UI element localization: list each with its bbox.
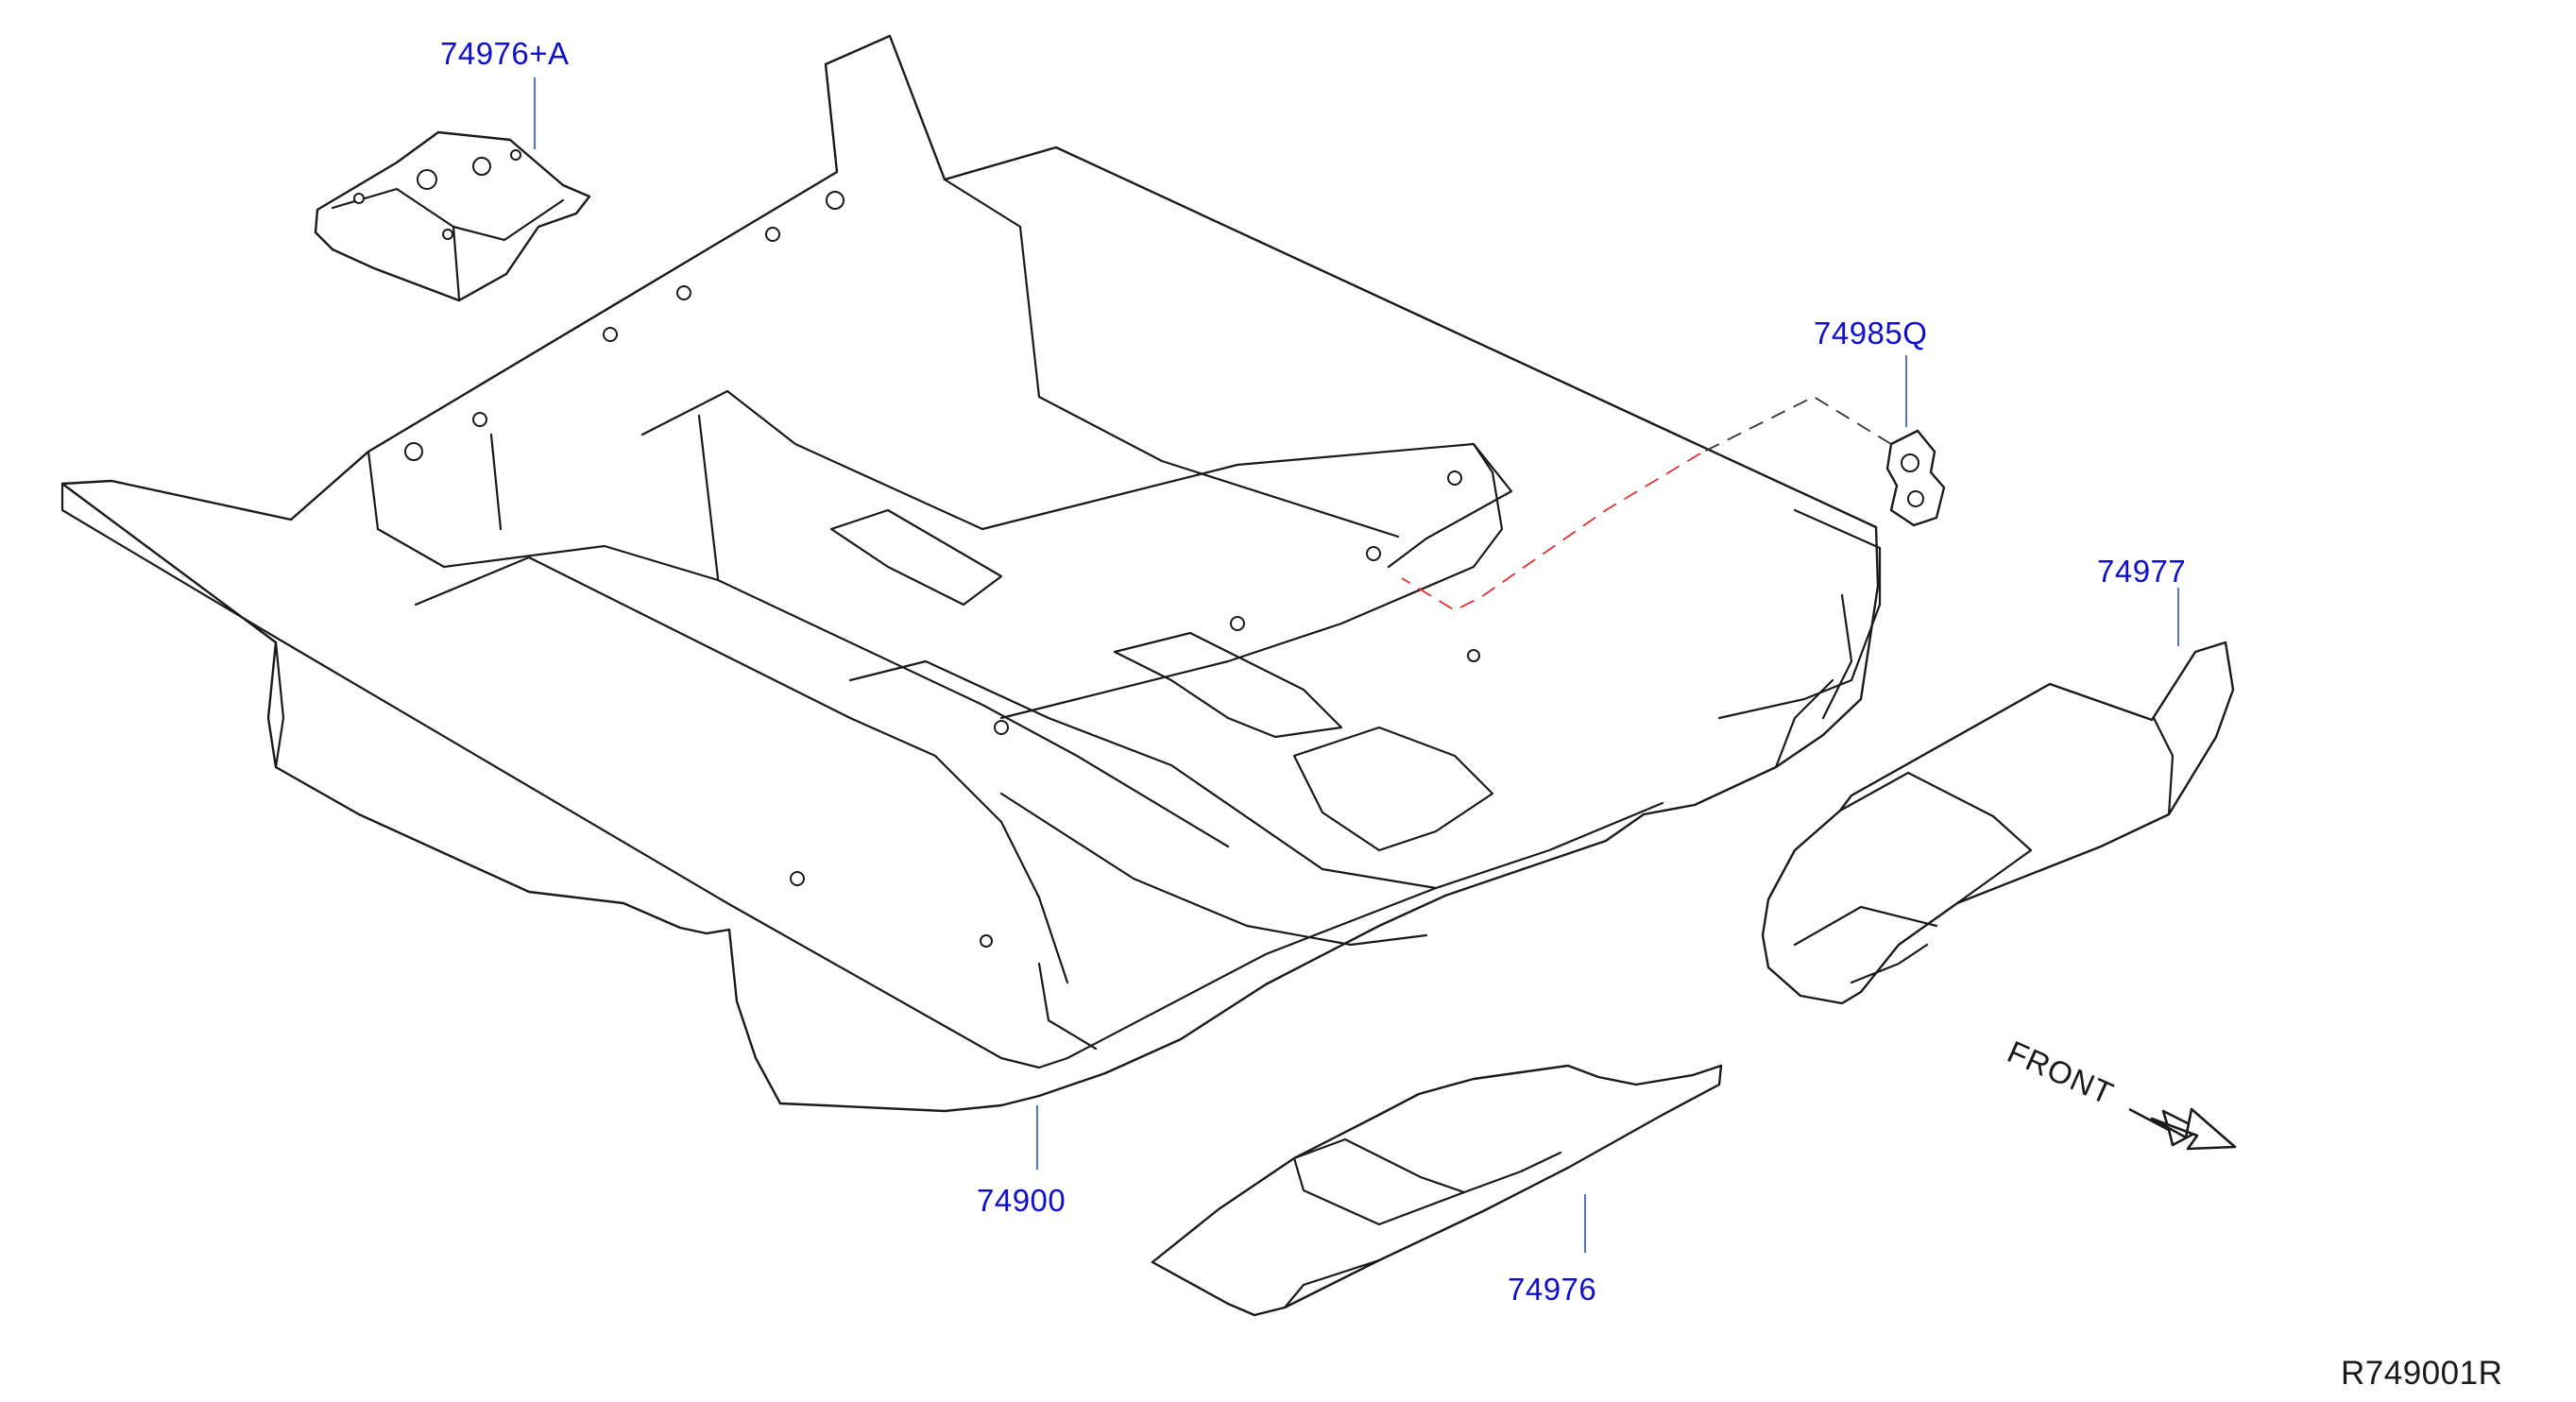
front-arrow-icon — [2128, 1107, 2237, 1151]
callout-74976a: 74976+A — [440, 36, 570, 71]
floor-carpet-74900[interactable] — [60, 34, 1882, 1113]
pad-74976[interactable] — [1151, 1064, 1723, 1317]
callout-74976: 74976 — [1508, 1272, 1597, 1307]
reference-code: R749001R — [2341, 1355, 2503, 1392]
pad-74977[interactable] — [1761, 641, 2235, 1005]
clip-74985q[interactable] — [1885, 429, 1946, 527]
callout-74985q: 74985Q — [1814, 316, 1928, 350]
leader-dashed-black — [1699, 395, 1892, 454]
callout-74900: 74900 — [977, 1183, 1066, 1218]
pad-74976a[interactable] — [314, 130, 591, 302]
callout-74977: 74977 — [2097, 554, 2187, 589]
